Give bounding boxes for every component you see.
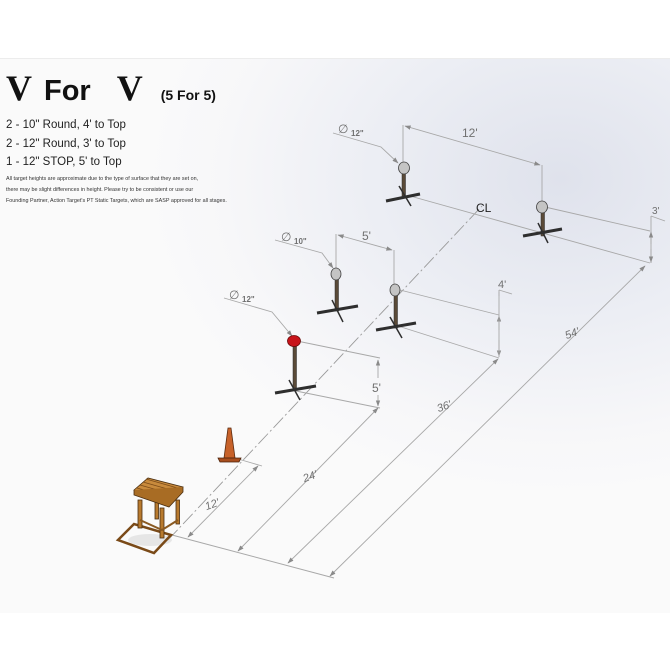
spec-item: 2 - 10" Round, 4' to Top xyxy=(6,119,126,131)
round10-spacing-dimension xyxy=(335,234,395,287)
diameter-leaders xyxy=(223,132,399,337)
baseline-dimension xyxy=(171,534,335,579)
round10-diameter-label: 10" xyxy=(294,237,307,246)
round12-diameter-label: 12" xyxy=(351,129,364,138)
centerline-label: CL xyxy=(476,201,492,215)
spec-item: 2 - 12" Round, 3' to Top xyxy=(6,137,126,150)
note-line: Founding Partner, Action Target's PT Sta… xyxy=(6,198,227,204)
centerline: CL xyxy=(167,201,492,541)
svg-text:36': 36' xyxy=(435,399,453,415)
svg-text:∅: ∅ xyxy=(229,288,239,302)
round12-spacing-label: 12' xyxy=(462,126,478,140)
svg-text:∅: ∅ xyxy=(338,122,348,136)
svg-text:24': 24' xyxy=(300,469,319,486)
page-title: V For V (5 For 5) xyxy=(6,70,216,110)
target-spec-list: 2 - 10" Round, 4' to Top 2 - 12" Round, … xyxy=(6,116,126,172)
stop-plate-icon xyxy=(287,335,301,347)
diameter-labels: ∅ 12" ∅ 10" ∅ 12" xyxy=(229,122,364,304)
svg-text:54': 54' xyxy=(563,326,581,342)
round10-spacing-label: 5' xyxy=(362,229,371,243)
distance-labels: 12' 24' 36' 54' xyxy=(203,326,581,513)
title-v-right: V xyxy=(116,68,143,108)
stop-height-dimension xyxy=(295,340,381,409)
target-round12-right xyxy=(522,200,563,244)
svg-text:12': 12' xyxy=(203,497,221,513)
target-round12-left xyxy=(385,161,421,207)
target-stop xyxy=(274,335,317,401)
round12-height-label: 3' xyxy=(652,206,660,217)
title-v-left: V xyxy=(6,68,32,108)
round10-height-dimension xyxy=(397,289,513,359)
target-round10-left xyxy=(316,267,359,323)
svg-text:∅: ∅ xyxy=(281,230,291,244)
traffic-cone-icon xyxy=(217,427,242,463)
title-subtitle: (5 For 5) xyxy=(160,87,216,103)
round12-height-dimension xyxy=(409,195,666,264)
note-line: All target heights are approximate due t… xyxy=(6,176,199,182)
shooting-box-icon xyxy=(115,477,184,555)
round12-spacing-dimension xyxy=(402,125,543,202)
steel-plate-icon xyxy=(330,267,342,281)
distance-dimensions xyxy=(187,265,646,577)
steel-plate-icon xyxy=(389,283,401,297)
round10-height-label: 4' xyxy=(498,279,506,291)
steel-plate-icon xyxy=(536,200,548,214)
note-line: there may be slight differences in heigh… xyxy=(6,187,194,193)
title-for: For xyxy=(44,75,91,107)
spec-item: 1 - 12" STOP, 5' to Top xyxy=(6,156,122,168)
stop-height-label: 5' xyxy=(372,381,381,395)
target-round10-right xyxy=(375,283,417,339)
height-disclaimer: All target heights are approximate due t… xyxy=(6,174,281,207)
steel-plate-icon xyxy=(398,161,410,175)
stop-diameter-label: 12" xyxy=(242,295,255,304)
